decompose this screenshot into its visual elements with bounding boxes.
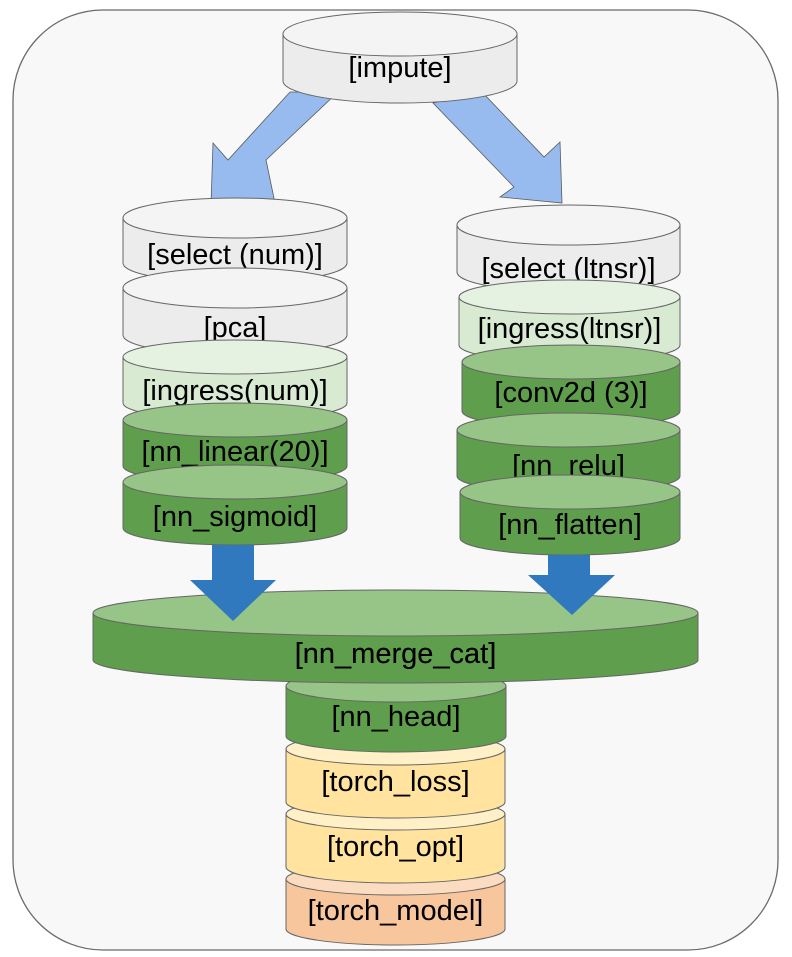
disc-top [461, 344, 681, 380]
disc-top [92, 589, 699, 637]
node-select-num: [select (num)] [122, 197, 348, 284]
node-select-ltnsr: [select (ltnsr)] [456, 204, 681, 293]
arrow-impute-to-select-ltnsr [432, 91, 563, 204]
merge-label-overlay: [nn_merge_cat] [295, 638, 497, 670]
node-label: [torch_model] [308, 895, 484, 927]
disc-body [285, 878, 506, 946]
node-impute: [impute] [282, 11, 518, 104]
node-label: [impute] [348, 52, 451, 84]
node-pca: [pca] [122, 267, 348, 356]
node-torch-model: [torch_model] [285, 862, 506, 946]
disc-top [458, 279, 681, 315]
disc-top [122, 464, 348, 500]
disc-top [122, 197, 348, 239]
node-label: [select (num)] [147, 239, 323, 271]
disc-body [459, 491, 681, 556]
node-label: [nn_head] [331, 701, 460, 733]
node-label: [nn_sigmoid] [153, 501, 317, 533]
node-label: [nn_flatten] [498, 509, 642, 541]
node-conv2d: [conv2d (3)] [461, 344, 681, 429]
node-nn-sigmoid: [nn_sigmoid] [122, 464, 348, 546]
node-label: [torch_loss] [321, 766, 469, 798]
arrow-nn-flatten-to-merge [528, 555, 615, 615]
arrow-nn-sigmoid-to-merge [190, 545, 276, 621]
node-label: [conv2d (3)] [494, 377, 647, 409]
disc-body [285, 685, 507, 753]
node-nn-flatten: [nn_flatten] [459, 474, 681, 556]
node-label: [ingress(ltnsr)] [478, 313, 662, 345]
disc-top [122, 339, 348, 375]
node-label: [nn_merge_cat] [295, 638, 497, 670]
node-label: [ingress(num)] [142, 375, 327, 407]
disc-top [456, 204, 681, 246]
disc-body [285, 748, 506, 819]
node-ingress-ltnsr: [ingress(ltnsr)] [458, 279, 681, 363]
disc-top [122, 267, 348, 309]
node-label: [pca] [204, 312, 267, 344]
arrows-layer-front: [nn_merge_cat] [190, 545, 615, 670]
disc-top [459, 474, 681, 510]
disc-body [122, 481, 348, 546]
disc-body [285, 813, 506, 884]
disc-top [456, 412, 681, 448]
node-label: [nn_linear(20)] [142, 436, 329, 468]
disc-top [282, 11, 518, 57]
discs-layer: [impute] [select (num)] [pca] [ingress(num)… [92, 11, 699, 946]
disc-top [122, 402, 348, 438]
node-ingress-num: [ingress(num)] [122, 339, 348, 421]
node-label: [torch_opt] [327, 831, 464, 863]
